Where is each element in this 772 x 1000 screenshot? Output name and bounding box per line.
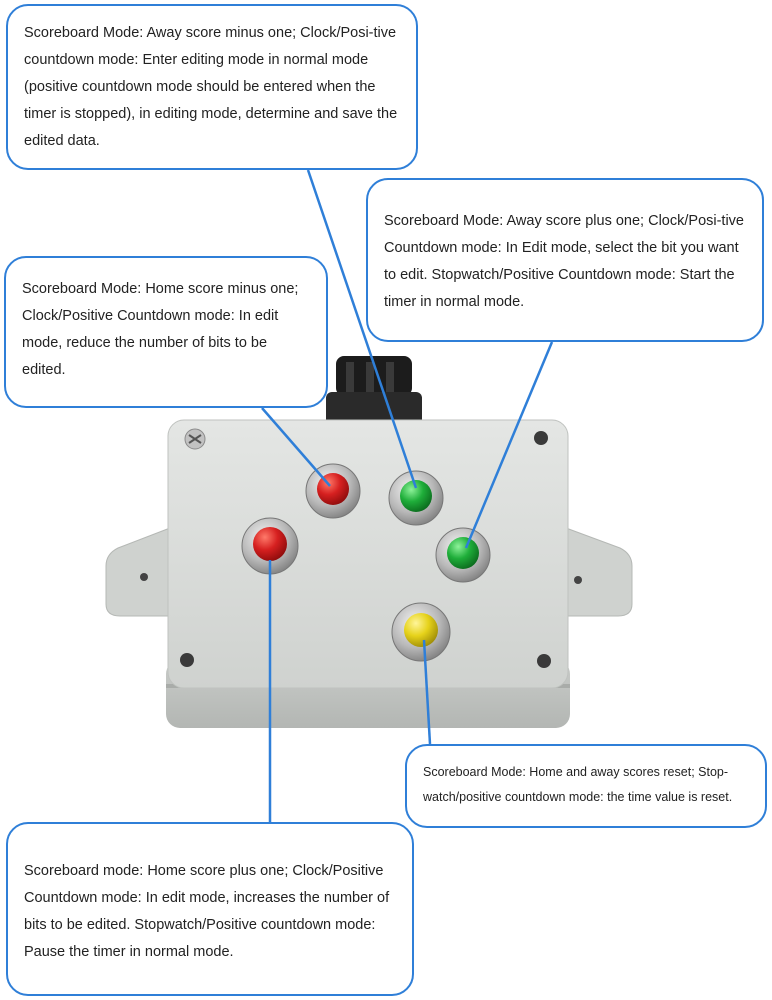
callout-away-plus-text: Scoreboard Mode: Away score plus one; Cl… xyxy=(384,213,744,310)
callout-reset-text: Scoreboard Mode: Home and away scores re… xyxy=(423,765,733,804)
callout-home-minus-text: Scoreboard Mode: Home score minus one; C… xyxy=(22,281,299,378)
leader-lines xyxy=(261,169,554,822)
callout-away-minus: Scoreboard Mode: Away score minus one; C… xyxy=(6,4,418,170)
home-plus-button[interactable] xyxy=(241,517,299,575)
home-minus-button[interactable] xyxy=(305,463,361,519)
mounting-flanges xyxy=(105,527,633,617)
leader-line-away-minus xyxy=(306,169,418,489)
callout-away-minus-text: Scoreboard Mode: Away score minus one; C… xyxy=(24,25,398,149)
enclosure-box xyxy=(166,419,570,728)
callout-home-minus: Scoreboard Mode: Home score minus one; C… xyxy=(4,256,328,408)
leader-line-home-minus xyxy=(261,407,331,487)
leader-line-away-plus xyxy=(464,341,554,549)
reset-button[interactable] xyxy=(391,602,451,662)
away-plus-button[interactable] xyxy=(435,527,491,583)
callout-away-plus: Scoreboard Mode: Away score plus one; Cl… xyxy=(366,178,764,342)
leader-line-reset xyxy=(422,639,432,745)
callout-reset: Scoreboard Mode: Home and away scores re… xyxy=(405,744,767,828)
cable-gland xyxy=(326,356,422,428)
callout-home-plus-text: Scoreboard mode: Home score plus one; Cl… xyxy=(24,863,390,960)
away-minus-button[interactable] xyxy=(388,470,444,526)
callout-home-plus: Scoreboard mode: Home score plus one; Cl… xyxy=(6,822,414,996)
